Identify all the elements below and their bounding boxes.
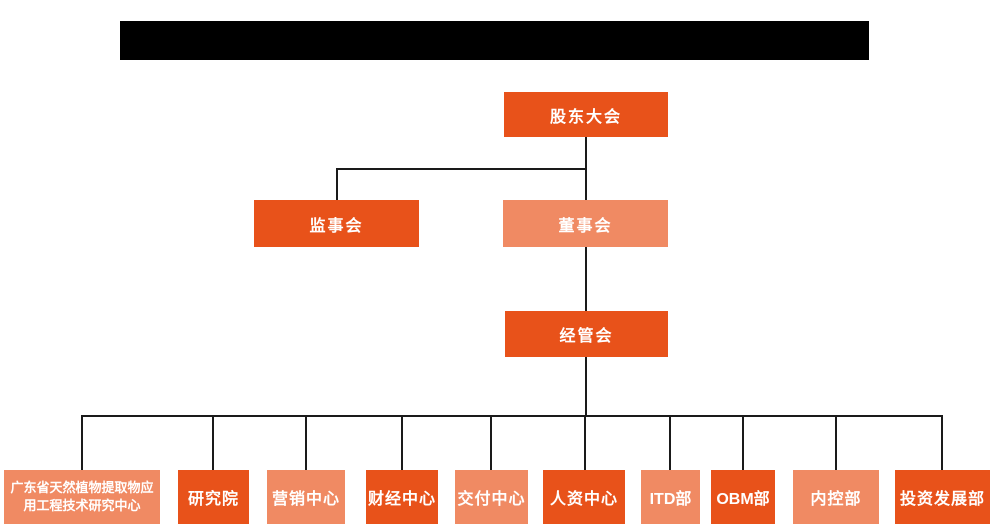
- redacted-title-bar: [120, 21, 869, 60]
- dept-label: 投资发展部: [899, 491, 985, 508]
- connector-drop-itd-department: [669, 415, 671, 470]
- node-board-of-supervisors: 监事会: [254, 200, 419, 247]
- connector-departments-horizontal: [82, 415, 943, 417]
- dept-label: 财经中心: [367, 491, 436, 508]
- node-shareholders-meeting: 股东大会: [504, 92, 668, 137]
- node-label: 股东大会: [549, 108, 622, 126]
- connector-management-to-departments: [585, 357, 587, 416]
- dept-itd: ITD部: [641, 470, 700, 524]
- connector-drop-marketing-center: [305, 415, 307, 470]
- node-management-committee: 经管会: [505, 311, 668, 357]
- dept-label: 交付中心: [457, 491, 526, 508]
- dept-hr-center: 人资中心: [543, 470, 625, 524]
- dept-label: ITD部: [649, 491, 692, 508]
- dept-label: 广东省天然植物提取物应用工程技术研究中心: [10, 480, 154, 513]
- dept-label: OBM部: [716, 491, 770, 508]
- connector-drop-finance-center: [401, 415, 403, 470]
- dept-obm: OBM部: [711, 470, 775, 524]
- connector-to-supervisors: [336, 168, 338, 200]
- connector-drop-investment-development: [941, 415, 943, 470]
- dept-delivery-center: 交付中心: [455, 470, 528, 524]
- dept-label: 营销中心: [271, 491, 340, 508]
- connector-drop-gd-research-center: [81, 415, 83, 470]
- dept-internal-control: 内控部: [793, 470, 879, 524]
- connector-directors-to-management: [585, 247, 587, 311]
- dept-label: 研究院: [187, 491, 239, 508]
- node-label: 经管会: [559, 328, 614, 345]
- dept-gd-natural-plant-extract-research-center: 广东省天然植物提取物应用工程技术研究中心: [4, 470, 160, 524]
- dept-finance-center: 财经中心: [366, 470, 438, 524]
- node-label: 监事会: [309, 217, 364, 235]
- connector-drop-hr-center: [584, 415, 586, 470]
- connector-branch-horizontal: [336, 168, 587, 170]
- connector-drop-internal-control: [835, 415, 837, 470]
- dept-label: 内控部: [810, 491, 862, 508]
- node-board-of-directors: 董事会: [503, 200, 668, 247]
- dept-label: 人资中心: [549, 491, 618, 508]
- dept-investment-development: 投资发展部: [895, 470, 990, 524]
- connector-drop-obm-department: [742, 415, 744, 470]
- connector-drop-research-institute: [212, 415, 214, 470]
- dept-marketing-center: 营销中心: [267, 470, 345, 524]
- node-label: 董事会: [558, 217, 613, 235]
- dept-research-institute: 研究院: [178, 470, 249, 524]
- connector-drop-delivery-center: [490, 415, 492, 470]
